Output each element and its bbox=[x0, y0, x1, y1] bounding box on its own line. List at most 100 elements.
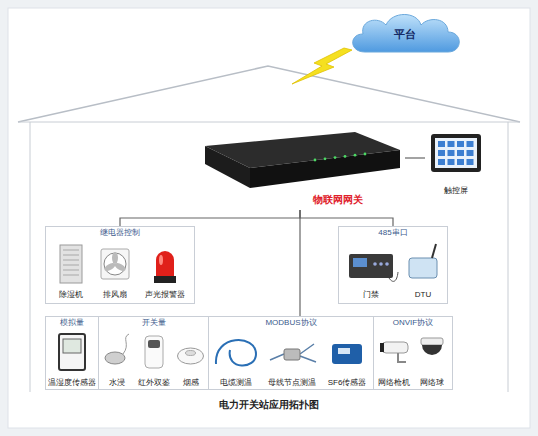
door-cable bbox=[389, 272, 398, 281]
connector-line bbox=[299, 210, 300, 316]
device-group: 温湿度传感器模拟量 bbox=[45, 316, 99, 390]
sensor-frame bbox=[59, 334, 85, 370]
lightning-bolt bbox=[292, 48, 352, 84]
gateway-led bbox=[314, 159, 317, 162]
device-item: 水浸 bbox=[100, 330, 134, 388]
device-label: 水浸 bbox=[96, 378, 138, 387]
gateway-side bbox=[205, 146, 250, 188]
sf6-body bbox=[332, 344, 362, 364]
gateway-led bbox=[334, 156, 337, 159]
touch-screen: 触控屏 bbox=[425, 132, 487, 196]
device-group: 除湿机排风扇声光报警器 继电器控制 bbox=[45, 226, 195, 304]
device-label: 温湿度传感器 bbox=[42, 378, 102, 387]
device-item: SF6传感器 bbox=[322, 330, 372, 388]
group-heading: 继电器控制 bbox=[46, 228, 194, 237]
screen-display bbox=[435, 138, 477, 168]
device-group: 水浸红外双鉴烟感 开关量 bbox=[98, 316, 209, 390]
screen-tile bbox=[467, 159, 474, 165]
device-item: 门禁 bbox=[342, 242, 400, 300]
dtu-antenna bbox=[432, 244, 436, 258]
fan-blade bbox=[112, 252, 118, 264]
fan-frame bbox=[101, 249, 129, 279]
water-probe bbox=[105, 352, 125, 364]
screen-tile bbox=[467, 141, 474, 147]
device-group: 网络枪机网络球 ONVIF协议 bbox=[373, 316, 453, 390]
alarm-dome bbox=[156, 251, 174, 276]
device-item: 烟感 bbox=[174, 330, 207, 388]
bus-sensor bbox=[284, 349, 300, 360]
device-label: DTU bbox=[398, 290, 448, 299]
device-label: 网络枪机 bbox=[371, 378, 417, 387]
grille-line bbox=[63, 270, 79, 271]
device-label: 网络球 bbox=[409, 378, 455, 387]
camera-lens bbox=[380, 343, 384, 352]
screen-tile bbox=[438, 150, 445, 156]
device-label: 红外双鉴 bbox=[130, 378, 178, 387]
screen-tile bbox=[438, 159, 445, 165]
device-item: 声光报警器 bbox=[138, 242, 192, 300]
grille-line bbox=[63, 255, 79, 256]
gateway-device: 物联网网关 bbox=[195, 128, 405, 210]
device-label: 声光报警器 bbox=[134, 290, 196, 299]
device-label: 门禁 bbox=[338, 290, 404, 299]
connector-line bbox=[300, 210, 393, 226]
device-label: SF6传感器 bbox=[318, 378, 376, 387]
camera-bracket bbox=[398, 353, 406, 362]
door-key bbox=[385, 262, 389, 266]
device-label: 触控屏 bbox=[421, 186, 491, 195]
device-item: 除湿机 bbox=[50, 242, 92, 300]
alarm-base bbox=[154, 276, 176, 283]
screen-frame bbox=[431, 134, 481, 172]
house-eave bbox=[18, 122, 520, 123]
grille-line bbox=[63, 250, 79, 251]
smoke-body bbox=[178, 348, 204, 364]
door-key bbox=[373, 262, 377, 266]
dome-mount bbox=[421, 338, 443, 345]
platform-cloud: 平台 bbox=[345, 8, 465, 60]
screen-tile bbox=[457, 159, 464, 165]
cloud-label: 平台 bbox=[345, 28, 465, 41]
device-label: 烟感 bbox=[170, 378, 211, 387]
alarm-shine bbox=[159, 255, 163, 265]
gateway-led bbox=[364, 153, 367, 156]
screen-tile bbox=[448, 159, 455, 165]
device-item: 排风扇 bbox=[94, 242, 136, 300]
fan-blade bbox=[114, 261, 127, 272]
device-item: DTU bbox=[402, 242, 444, 300]
dtu-box bbox=[409, 258, 437, 278]
connector-line bbox=[405, 157, 425, 158]
device-item: 红外双鉴 bbox=[134, 330, 174, 388]
diagram-caption: 电力开关站应用拓扑图 bbox=[0, 398, 538, 412]
group-heading: MODBUS协议 bbox=[209, 318, 373, 327]
device-label: 电缆测温 bbox=[206, 378, 266, 387]
gateway-led bbox=[354, 154, 357, 157]
camera-body bbox=[382, 342, 408, 353]
pir-window bbox=[148, 340, 160, 348]
house-wall bbox=[30, 122, 508, 392]
pir-body bbox=[145, 336, 163, 368]
water-wire bbox=[123, 334, 129, 354]
device-item: 电缆测温 bbox=[210, 330, 262, 388]
panel bbox=[8, 8, 530, 428]
dome-ball bbox=[422, 345, 442, 355]
group-heading: ONVIF协议 bbox=[374, 318, 452, 327]
group-heading: 模拟量 bbox=[46, 318, 98, 327]
door-controller bbox=[349, 254, 393, 278]
group-heading: 开关量 bbox=[99, 318, 208, 327]
group-heading: 485串口 bbox=[339, 228, 447, 237]
device-item: 母线节点测温 bbox=[262, 330, 322, 388]
node-art bbox=[195, 128, 405, 210]
sf6-plate bbox=[338, 348, 350, 354]
smoke-top bbox=[186, 351, 196, 356]
grille-line bbox=[63, 275, 79, 276]
screen-tile bbox=[448, 150, 455, 156]
grille-line bbox=[63, 265, 79, 266]
dehumidifier-body bbox=[60, 245, 82, 283]
connector-line bbox=[120, 210, 300, 226]
grille-line bbox=[63, 260, 79, 261]
door-screen bbox=[353, 258, 367, 267]
door-key bbox=[379, 262, 383, 266]
gateway-led bbox=[344, 155, 347, 158]
